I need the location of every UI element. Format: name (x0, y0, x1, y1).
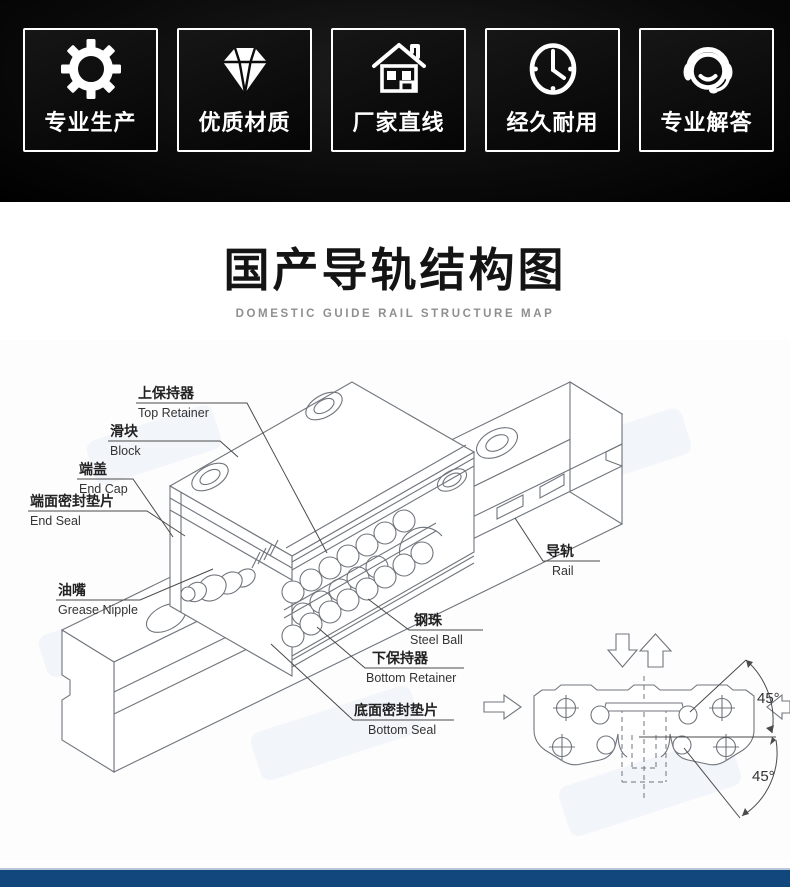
svg-text:Grease Nipple: Grease Nipple (58, 603, 138, 617)
guide-rail-diagram: 上保持器 Top Retainer 滑块 Block 端盖 End Cap 端面… (0, 340, 790, 860)
svg-text:End Cap: End Cap (79, 482, 128, 496)
svg-text:下保持器: 下保持器 (372, 650, 429, 666)
label-top-retainer: 上保持器 Top Retainer (136, 385, 328, 554)
svg-text:滑块: 滑块 (110, 423, 139, 439)
svg-text:底面密封垫片: 底面密封垫片 (354, 702, 438, 718)
feature-label: 专业生产 (44, 110, 137, 135)
page-subtitle: DOMESTIC GUIDE RAIL STRUCTURE MAP (235, 308, 555, 320)
left-arrow-icon (766, 693, 790, 721)
feature-box-production: 专业生产 (23, 28, 158, 152)
headset-icon (675, 37, 739, 101)
feature-box-material: 优质材质 (177, 28, 312, 152)
svg-text:导轨: 导轨 (546, 543, 574, 559)
svg-text:端盖: 端盖 (79, 461, 107, 477)
feature-label: 厂家直线 (352, 110, 445, 135)
feature-box-support: 专业解答 (639, 28, 774, 152)
label-rail: 导轨 Rail (514, 517, 600, 578)
label-steel-ball: 钢珠 Steel Ball (367, 598, 483, 647)
feature-banner: 专业生产 优质材质 (0, 0, 790, 202)
label-end-cap: 端盖 End Cap (77, 461, 174, 538)
title-section: 国产导轨结构图 DOMESTIC GUIDE RAIL STRUCTURE MA… (0, 202, 790, 340)
svg-text:端面密封垫片: 端面密封垫片 (30, 493, 114, 509)
grease-nipple-drawing (180, 539, 279, 603)
cross-section-drawing: 45° 45° (533, 659, 780, 819)
house-icon (367, 37, 431, 101)
feature-box-factory: 厂家直线 (331, 28, 466, 152)
svg-text:45°: 45° (752, 768, 775, 785)
page-title: 国产导轨结构图 (223, 244, 567, 296)
label-grease-nipple: 油嘴 Grease Nipple (56, 568, 214, 617)
load-direction-arrows (483, 633, 790, 721)
down-arrow-icon (606, 633, 639, 668)
label-bottom-retainer: 下保持器 Bottom Retainer (316, 626, 464, 685)
up-arrow-icon (638, 633, 673, 668)
diamond-icon (213, 37, 277, 101)
svg-text:上保持器: 上保持器 (138, 385, 195, 401)
svg-text:Rail: Rail (552, 564, 574, 578)
svg-text:Bottom Retainer: Bottom Retainer (366, 671, 456, 685)
angle-annotation-lower: 45° (683, 737, 778, 819)
feature-label: 优质材质 (198, 110, 291, 135)
svg-text:Block: Block (110, 444, 141, 458)
label-end-seal: 端面密封垫片 End Seal (28, 493, 186, 537)
svg-text:Bottom Seal: Bottom Seal (368, 723, 436, 737)
feature-label: 经久耐用 (506, 110, 599, 135)
feature-box-durable: 经久耐用 (485, 28, 620, 152)
clock-icon (521, 37, 585, 101)
svg-text:钢珠: 钢珠 (414, 612, 443, 628)
right-arrow-icon (483, 693, 522, 721)
gear-icon (59, 37, 123, 101)
svg-text:45°: 45° (757, 690, 780, 707)
label-block: 滑块 Block (108, 423, 239, 458)
label-bottom-seal: 底面密封垫片 Bottom Seal (270, 643, 454, 737)
svg-text:Steel Ball: Steel Ball (410, 633, 463, 647)
feature-label: 专业解答 (660, 110, 753, 135)
angle-annotation-upper: 45° (639, 659, 780, 738)
svg-text:Top Retainer: Top Retainer (138, 406, 209, 420)
steel-balls-drawing (281, 509, 475, 668)
svg-text:End Seal: End Seal (30, 514, 81, 528)
footer-accent-bar (0, 868, 790, 887)
svg-text:油嘴: 油嘴 (58, 582, 86, 598)
